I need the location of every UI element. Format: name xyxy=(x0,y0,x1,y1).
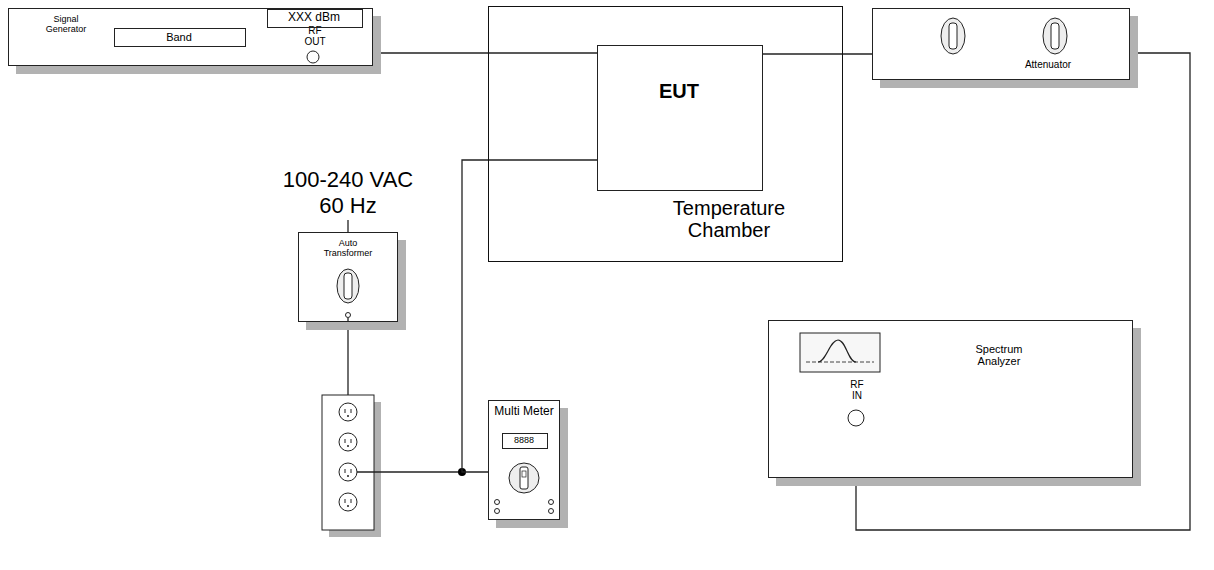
node-title: Spectrum Analyzer xyxy=(959,343,1039,368)
node-title: Auto Transformer xyxy=(318,238,378,258)
signal-cable xyxy=(763,53,872,54)
rf-connector xyxy=(307,51,319,63)
output-terminal xyxy=(346,313,351,318)
power-wire xyxy=(357,471,462,472)
multimeter-display: 8888 xyxy=(502,433,548,449)
node-title: Band xyxy=(115,31,243,43)
node-title: Temperature Chamber xyxy=(654,197,804,242)
node-title: Multi Meter xyxy=(494,405,554,418)
node-title: XXX dBm xyxy=(268,11,360,24)
multimeter: Multi Meter 8888 xyxy=(488,400,560,520)
node-title: EUT xyxy=(598,80,760,102)
temperature-chamber: Temperature Chamber EUT xyxy=(488,6,843,262)
supply-wire xyxy=(347,220,348,232)
port-label: RF OUT xyxy=(301,25,329,47)
band-display: Band xyxy=(114,28,246,47)
power-strip xyxy=(322,395,381,537)
supply-label: 60 Hz xyxy=(248,194,448,218)
analyzer-display xyxy=(800,333,880,372)
rf-connector xyxy=(848,410,864,426)
spectrum-analyzer: Spectrum Analyzer RF IN xyxy=(768,320,1133,478)
signal-cable xyxy=(373,52,597,53)
transformer-knob xyxy=(337,269,359,303)
power-display: XXX dBm xyxy=(267,9,363,28)
supply-label: 100-240 VAC xyxy=(248,168,448,192)
signal-generator: Signal Generator RF OUT Band XXX dBm xyxy=(8,8,373,66)
auto-transformer: Auto Transformer xyxy=(298,232,398,322)
node-title: Signal Generator xyxy=(37,14,95,34)
attenuator-knobs xyxy=(941,18,1067,54)
multimeter-knob xyxy=(495,463,554,514)
supply-wire xyxy=(347,318,348,395)
signal-cable xyxy=(462,160,597,472)
signal-cable xyxy=(856,53,1190,530)
attenuator: Attenuator xyxy=(872,8,1130,80)
port-label: RF IN xyxy=(844,379,870,401)
eut-box: EUT xyxy=(597,45,763,191)
node-title: Attenuator xyxy=(1008,59,1088,70)
node-title: 8888 xyxy=(503,435,545,445)
